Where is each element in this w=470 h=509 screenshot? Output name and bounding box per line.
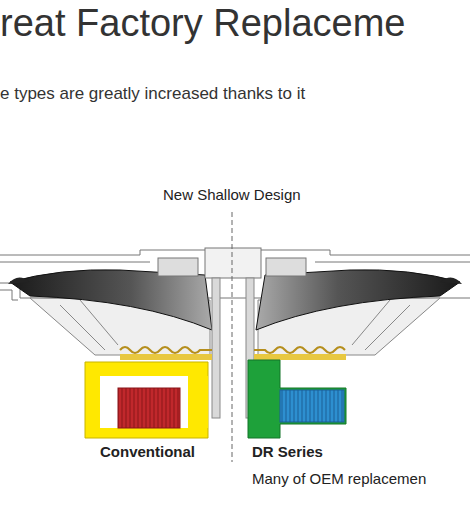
part-label: Conventional (100, 443, 195, 460)
page-title: reat Factory Replaceme (0, 2, 406, 45)
diagram-heading: New Shallow Design (163, 186, 301, 203)
subtitle-text: e types are greatly increased thanks to … (0, 84, 305, 104)
part-label: DR Series (252, 443, 323, 460)
note-text: Many of OEM replacemen (252, 470, 426, 487)
